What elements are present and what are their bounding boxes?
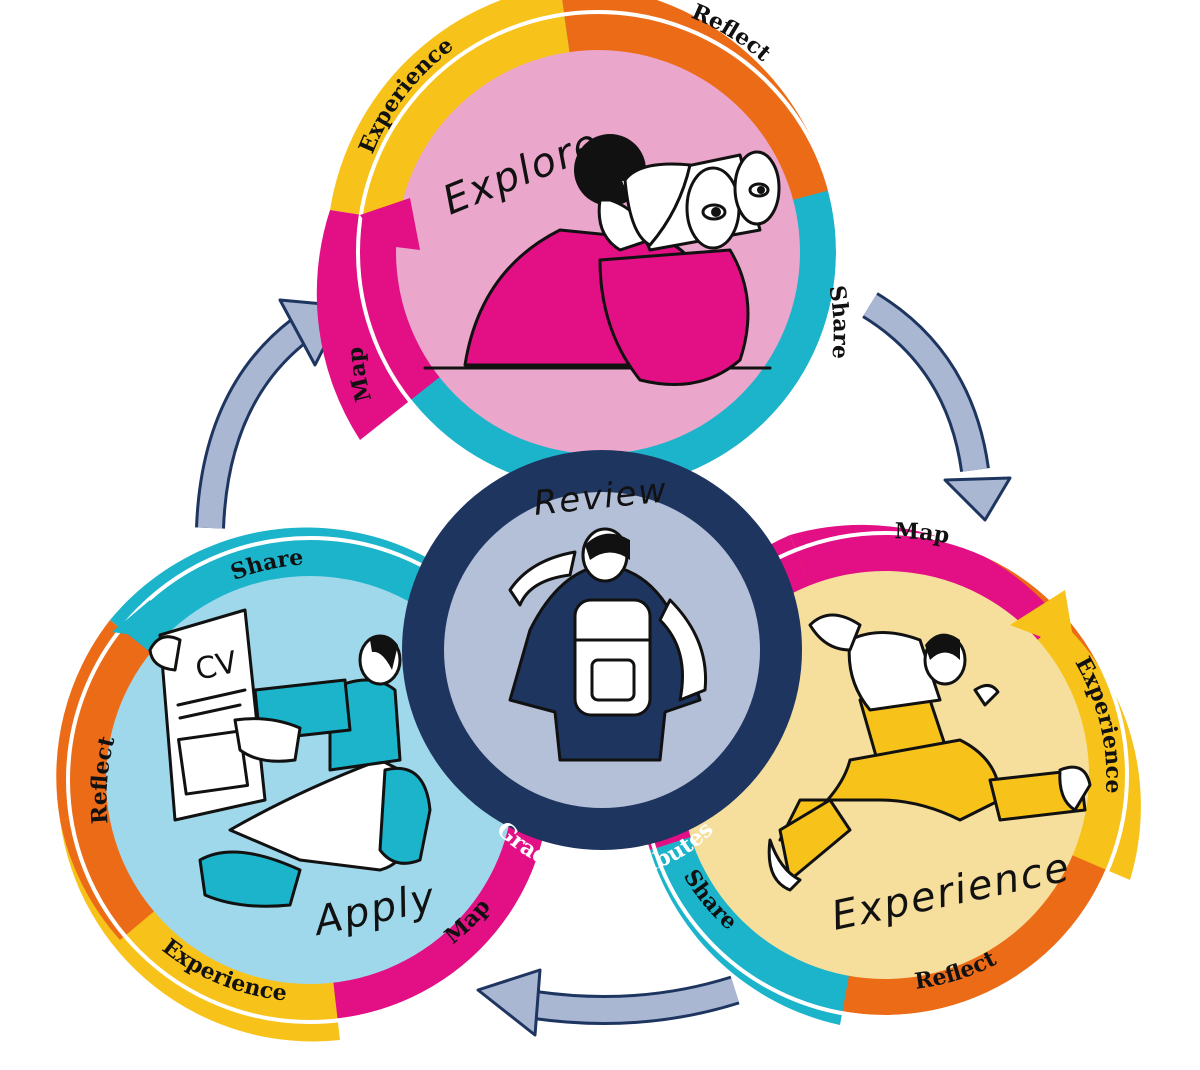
center-review: Review Graduate attributes (402, 450, 802, 884)
person-reading-cv-icon: CV (148, 608, 432, 908)
explore-cycle: Experience Reflect Map Share Explore (316, 0, 854, 494)
arrow-left-to-top (195, 298, 347, 529)
cv-label: CV (192, 645, 240, 688)
person-with-backpack-icon (508, 527, 708, 762)
person-with-binoculars-icon (423, 134, 781, 386)
experience-label-map: Map (894, 518, 951, 549)
arrow-top-to-right (862, 292, 1012, 522)
person-running-icon (767, 613, 1092, 892)
explore-label-share: Share (823, 284, 853, 360)
arrow-right-to-left (476, 968, 740, 1037)
